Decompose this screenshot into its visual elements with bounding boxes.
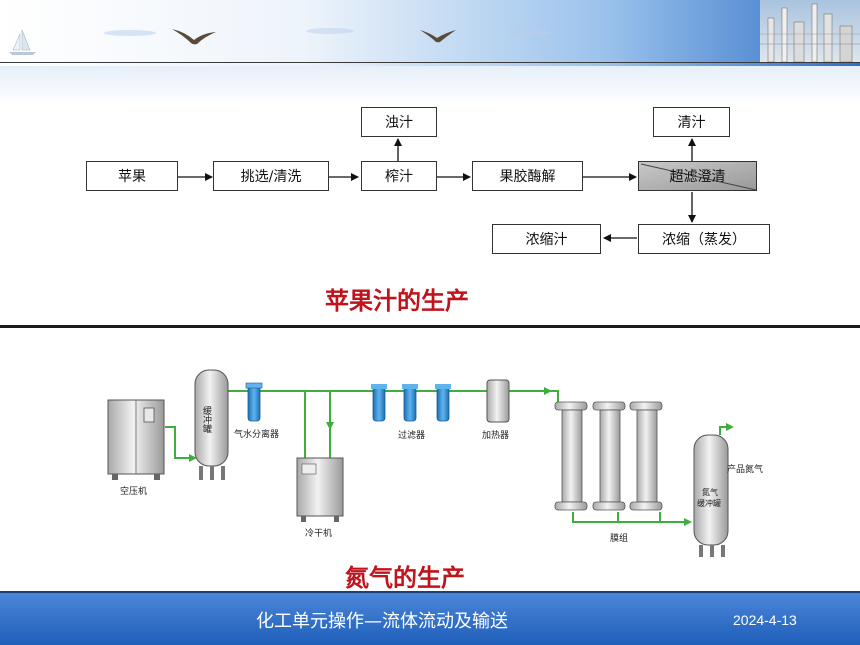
header-fade (0, 66, 860, 106)
label-buffer-tank-1: 缓冲罐 (201, 405, 212, 434)
node-apple: 苹果 (86, 161, 178, 191)
buffer-tank-1 (194, 369, 229, 480)
label-dryer: 冷干机 (305, 527, 332, 539)
node-clear-juice: 清汁 (653, 107, 730, 137)
footer-bar (0, 591, 860, 645)
nitrogen-buffer-tank (693, 434, 729, 557)
section-divider (0, 325, 860, 328)
node-ultrafiltration: 超滤澄清 (638, 161, 757, 191)
apple-flow-title: 苹果汁的生产 (325, 286, 469, 315)
heater (486, 379, 510, 423)
factory-photo (760, 0, 860, 63)
node-press: 榨汁 (361, 161, 437, 191)
label-compressor: 空压机 (120, 485, 147, 497)
label-membrane: 膜组 (610, 532, 628, 544)
filters (371, 384, 451, 422)
strike-line (640, 163, 757, 191)
water-separator (245, 382, 263, 422)
nitrogen-flow-title: 氮气的生产 (345, 563, 465, 592)
bird-icon-2 (420, 30, 456, 43)
cloud-wisp (306, 28, 354, 34)
node-ultrafiltration-label: 超滤澄清 (669, 169, 726, 185)
sailboat-icon (9, 29, 36, 55)
node-sort-wash: 挑选/清洗 (213, 161, 329, 191)
refrigerated-dryer (296, 457, 344, 522)
label-product: 产品氮气 (727, 463, 763, 475)
label-n2-buffer-tank: 氮气缓冲罐 (697, 487, 721, 508)
label-heater: 加热器 (482, 429, 509, 441)
bird-icon-1 (172, 29, 216, 45)
cloud-wisp (508, 30, 552, 36)
membrane-modules (554, 401, 663, 511)
label-filters: 过滤器 (398, 429, 425, 441)
node-evaporation: 浓缩（蒸发） (638, 224, 770, 254)
header-decoration (9, 28, 552, 55)
air-compressor (107, 399, 165, 480)
cloud-wisp (104, 30, 156, 36)
node-pectinase: 果胶酶解 (472, 161, 583, 191)
footer-title: 化工单元操作—流体流动及输送 (256, 611, 508, 632)
footer-date: 2024-4-13 (733, 612, 797, 628)
nitrogen-diagram: 空压机 缓冲罐 气水分离器 冷干机 过滤器 加热器 (107, 369, 763, 557)
factory-towers-icon (760, 3, 860, 63)
node-cloudy-juice: 浊汁 (361, 107, 437, 137)
header-rule (0, 62, 860, 63)
apple-flow-arrows (178, 138, 696, 242)
node-concentrate-juice: 浓缩汁 (492, 224, 601, 254)
label-separator: 气水分离器 (234, 428, 279, 440)
